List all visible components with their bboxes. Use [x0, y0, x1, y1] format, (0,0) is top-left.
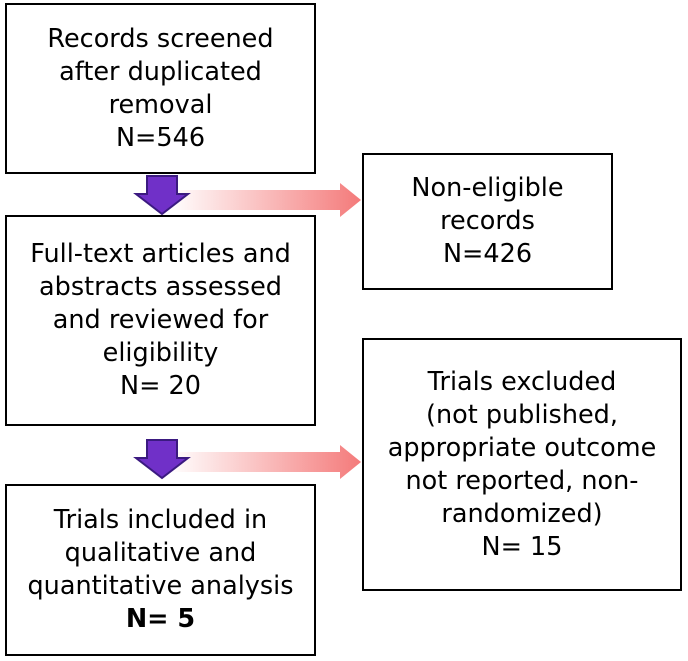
included-line-2: qualitative and: [64, 538, 257, 568]
fulltext-line-3: and reviewed for: [52, 305, 269, 335]
screened-line-1: Records screened: [47, 23, 274, 54]
down-arrow-2: [133, 439, 191, 480]
excluded-line-2: (not published,: [426, 399, 618, 430]
arrow-to-noneligible: [170, 183, 361, 217]
screened-line-3: removal: [108, 89, 213, 120]
trials-included-box: Trials included in qualitative and quant…: [5, 484, 316, 656]
noneligible-line-2: records: [440, 206, 535, 236]
non-eligible-box: Non-eligible records N=426: [362, 153, 613, 290]
noneligible-line-1: Non-eligible: [411, 173, 564, 203]
fulltext-line-2: abstracts assessed: [39, 272, 282, 302]
screened-line-2: after duplicated: [59, 56, 262, 87]
included-count: N= 5: [125, 604, 196, 634]
excluded-count: N= 15: [481, 531, 563, 562]
fulltext-line-4: eligibility: [102, 338, 219, 368]
down-arrow-1: [133, 175, 191, 216]
included-line-3: quantitative analysis: [27, 571, 294, 601]
included-line-1: Trials included in: [53, 505, 268, 535]
fulltext-line-1: Full-text articles and: [30, 239, 291, 269]
excluded-line-1: Trials excluded: [427, 366, 617, 397]
screened-count: N=546: [115, 122, 206, 153]
excluded-line-4: not reported, non-: [405, 465, 639, 496]
excluded-line-5: randomized): [441, 498, 603, 529]
full-text-assessed-box: Full-text articles and abstracts assesse…: [5, 215, 316, 426]
records-screened-box: Records screened after duplicated remova…: [5, 3, 316, 174]
fulltext-count: N= 20: [120, 371, 201, 401]
noneligible-count: N=426: [442, 239, 533, 269]
trials-excluded-box: Trials excluded (not published, appropri…: [362, 338, 682, 591]
excluded-line-3: appropriate outcome: [387, 432, 657, 463]
arrow-to-excluded: [170, 445, 361, 479]
